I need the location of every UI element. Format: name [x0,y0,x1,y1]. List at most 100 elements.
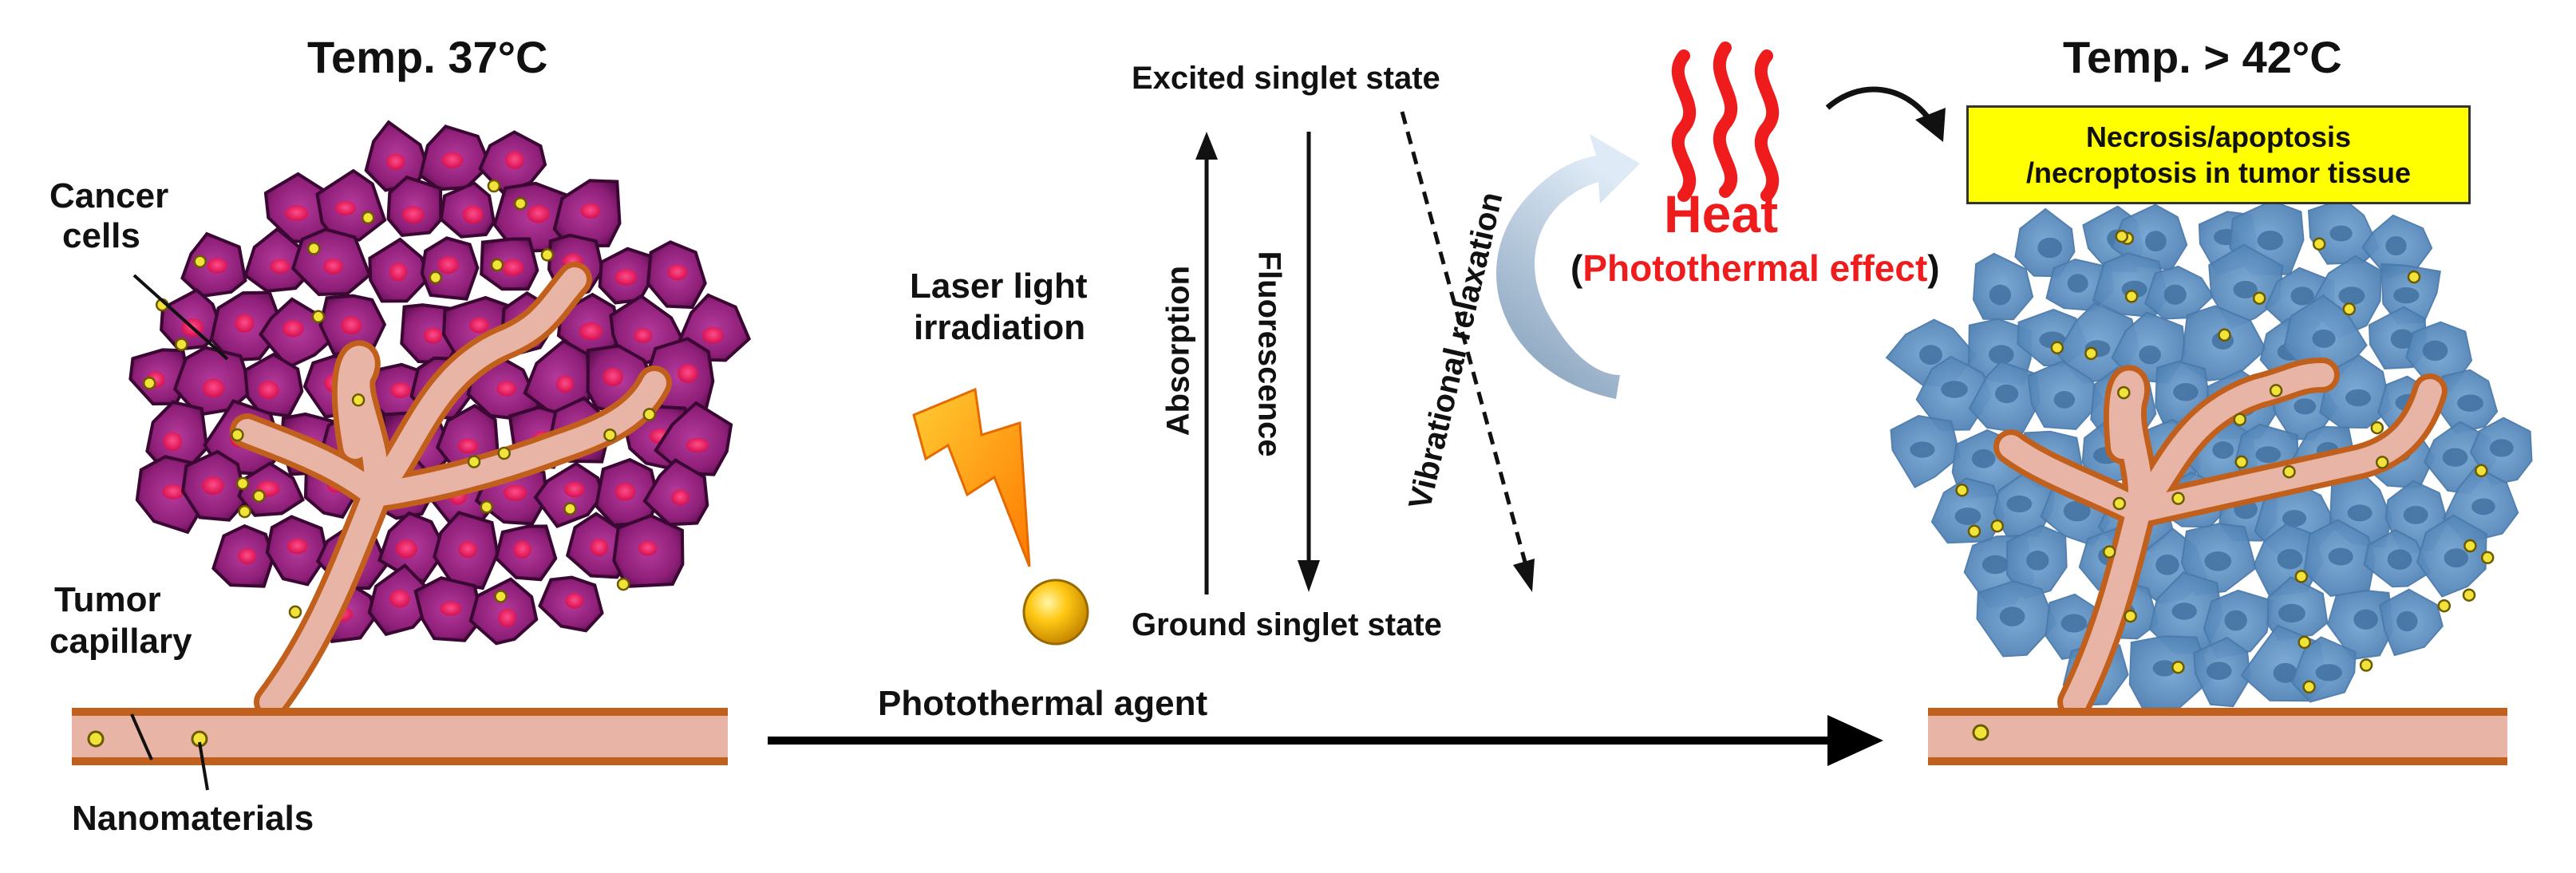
cell-nucleus [2278,603,2305,623]
nanomaterial-particle [288,605,302,619]
nanomaterial-particle [2437,598,2452,613]
cancer-cells-pointer [132,274,229,361]
nanomaterial-particle [2269,384,2283,397]
right-tumor-capillary [1993,357,2448,720]
cell-nucleus [2255,446,2282,464]
cell-nucleus [462,205,484,224]
absorption-arrow [1195,132,1218,595]
cell-nucleus [2457,394,2483,412]
nanomaterial-particle [429,271,443,285]
cell-nucleus [685,437,709,452]
cell-nucleus [163,432,183,452]
nanomaterial-particle [2480,551,2495,565]
cell-nucleus [1981,555,2009,575]
nanomaterial-particle [616,577,630,591]
cell-nucleus [2063,500,2091,522]
cell-nucleus [423,327,443,344]
nanomaterial-particle [2124,290,2139,303]
cell-nucleus [437,256,459,275]
nanomaterial-particle [494,590,508,603]
cell-nucleus [2390,329,2415,349]
nanomaterial-particle [231,428,244,442]
cell-nucleus [1995,384,2019,404]
cell-nucleus [2353,609,2378,630]
cancer-cells-label-line2: cells [62,216,140,255]
cell-nucleus [2290,286,2314,306]
cell-nucleus [565,593,584,609]
fluorescence-arrow [1298,132,1320,592]
cell-nucleus [2347,504,2373,522]
nanomaterial-particle [467,455,481,468]
tumor-capillary-pointer [130,713,153,760]
nanomaterial-particle [1990,519,2005,533]
cell-nucleus [2312,329,2336,348]
cell-nucleus [527,204,550,223]
cell-nucleus [579,322,603,341]
cell-nucleus [496,381,517,397]
cell-nucleus [335,200,356,216]
right-temperature-label: Temp. > 42°C [2063,32,2342,82]
cell-nucleus [2345,389,2371,407]
nanomaterial-particle [2117,385,2131,400]
cell-nucleus [667,264,688,281]
cell-nucleus [389,382,411,398]
heat-title: Heat [1664,184,1779,243]
cell-nucleus [389,589,410,608]
cell-nucleus [286,538,308,555]
cancer-cells-label-line1: Cancer [49,176,169,215]
cell-nucleus [2067,274,2088,293]
laser-label-line1: Laser light [910,267,1088,306]
cell-nucleus [2396,610,2418,632]
left-bottom-vessel [72,708,728,765]
cell-nucleus [564,481,585,498]
heat-release-curve-arrow [1495,134,1640,399]
nanomaterial-particle [2050,341,2064,354]
cell-nucleus [2037,237,2063,259]
cell-nucleus [2422,340,2448,361]
photothermal-effect-text: Photothermal effect [1582,247,1928,289]
cell-nucleus [2173,383,2199,401]
cell-nucleus [2315,664,2342,681]
cell-nucleus [590,538,609,556]
nanomaterial-particle [235,476,250,491]
cell-nucleus [441,152,464,168]
nanomaterial-particle [2171,660,2185,674]
nanomaterial-particle [2252,291,2266,305]
process-arrow [768,715,1883,766]
cell-nucleus [285,205,309,222]
outcome-curve-arrow [1825,86,1946,142]
nanomaterial-particle [2407,270,2421,284]
nanomaterial-particle [2218,328,2231,342]
cell-nucleus [401,206,425,223]
nanomaterial-particle [2297,635,2311,650]
cell-nucleus [2152,660,2176,677]
cell-nucleus [555,375,575,393]
right-nanomaterial-particles [1955,229,2495,694]
cell-nucleus [1919,345,1942,365]
cell-nucleus [2053,391,2076,409]
cell-nucleus [498,608,516,628]
nanomaterial-particle [2115,229,2129,243]
cell-nucleus [702,326,724,344]
photothermal-effect-label: (Photothermal effect) [1570,247,1940,289]
cell-nucleus [603,367,623,386]
cell-nucleus [2338,286,2365,306]
vessel-particle [87,730,105,748]
paren-close: ) [1927,247,1940,289]
cell-nucleus [2471,498,2495,516]
nanomaterial-particle [193,255,207,268]
cell-nucleus [2387,549,2412,570]
cell-nucleus [202,378,225,398]
outcome-label-box: Necrosis/apoptosis /necroptosis in tumor… [1966,105,2471,204]
excited-state-label: Excited singlet state [1132,61,1440,96]
cell-nucleus [614,483,636,501]
cell-nucleus [638,540,658,556]
left-nanomaterial-particles [142,179,657,619]
cell-nucleus [634,328,653,343]
left-tumor-capillary [230,262,672,720]
cell-nucleus [1999,606,2025,626]
tumor-capillary-label-line2: capillary [49,622,192,661]
nanomaterial-particle [2233,413,2247,426]
nanomaterial-particle [2375,456,2389,469]
